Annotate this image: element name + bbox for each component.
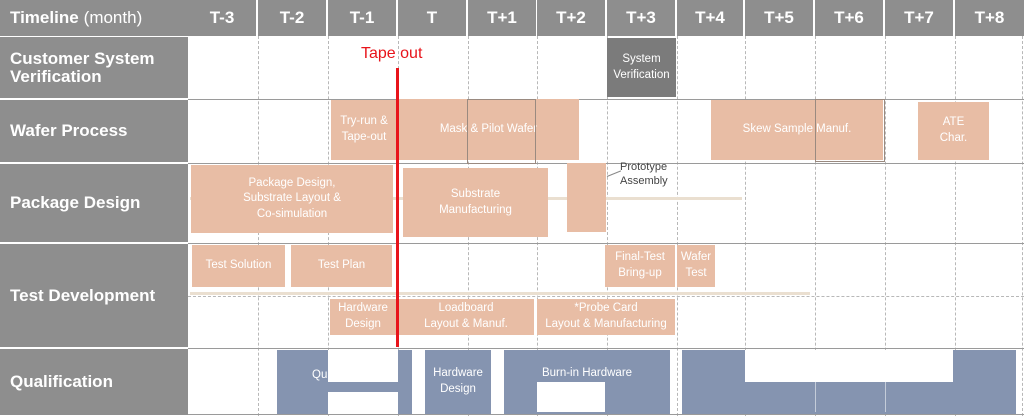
- col-header-t-3: T-3: [188, 0, 256, 36]
- row-divider: [188, 348, 1024, 349]
- col-header-t+5: T+5: [745, 0, 813, 36]
- col-header-t+8: T+8: [955, 0, 1024, 36]
- task-test-solution: Test Solution: [192, 245, 285, 287]
- task-try-run-tape-out: Try-run & Tape-out: [331, 100, 397, 160]
- row-divider: [188, 414, 1024, 415]
- divider-line: [885, 382, 886, 412]
- task-hardware-design-qual: Hardware Design: [425, 350, 491, 414]
- timeline-header-title: Timeline (month): [0, 0, 188, 36]
- row-divider: [188, 163, 1024, 164]
- occluder-box: [328, 350, 398, 382]
- task-wafer-test: Wafer Test: [677, 245, 715, 287]
- test-development-track: [190, 292, 810, 295]
- task-outline-box: [815, 99, 885, 162]
- col-header-t+1: T+1: [468, 0, 536, 36]
- task-skew-sample-manuf: Skew Sample Manuf.: [711, 100, 883, 160]
- row-label-wafer-process: Wafer Process: [0, 100, 188, 163]
- occluder-box: [537, 382, 605, 412]
- occluder-box: [328, 392, 398, 414]
- task-hardware-design-test: Hardware Design: [330, 299, 396, 335]
- task-test-plan: Test Plan: [291, 245, 392, 287]
- col-header-t-2: T-2: [258, 0, 326, 36]
- task-package-design: Package Design, Substrate Layout & Co-si…: [191, 165, 393, 233]
- grid-line-h: [188, 296, 1024, 297]
- row-divider: [188, 99, 1024, 100]
- task-system-verification: System Verification: [607, 38, 676, 97]
- task-loadboard-layout: Loadboard Layout & Manuf.: [398, 299, 534, 335]
- grid-line-v: [677, 36, 678, 416]
- col-header-t: T: [398, 0, 466, 36]
- divider-line: [815, 382, 816, 412]
- task-outline-box: [467, 99, 536, 164]
- grid-line-v: [745, 36, 746, 416]
- col-header-t+3: T+3: [607, 0, 675, 36]
- callout-connector: [606, 170, 622, 177]
- occluder-box: [745, 350, 953, 382]
- row-label-customer-system-verification: Customer System Verification: [0, 37, 188, 99]
- row-label-test-development: Test Development: [0, 244, 188, 348]
- col-header-t+2: T+2: [537, 0, 605, 36]
- task-substrate-manufacturing: Substrate Manufacturing: [403, 168, 548, 237]
- timeline-title: Timeline: [10, 8, 79, 27]
- task-ate-char: ATE Char.: [918, 102, 989, 160]
- col-header-t+6: T+6: [815, 0, 883, 36]
- col-header-t+4: T+4: [677, 0, 743, 36]
- grid-line-v: [885, 36, 886, 416]
- milestone-tape-out-label: Tape out: [361, 45, 423, 62]
- milestone-tape-out-line: [396, 68, 399, 347]
- grid-line-v: [955, 36, 956, 416]
- grid-line-v: [1022, 36, 1023, 416]
- task-final-test-bring-up: Final-Test Bring-up: [605, 245, 675, 287]
- row-divider: [188, 243, 1024, 244]
- row-label-package-design: Package Design: [0, 164, 188, 243]
- grid-line-v: [607, 36, 608, 416]
- col-header-t+7: T+7: [885, 0, 953, 36]
- label-prototype-assembly: Prototype Assembly: [620, 161, 668, 187]
- task-probe-card: *Probe Card Layout & Manufacturing: [537, 299, 675, 335]
- timeline-unit: (month): [83, 8, 143, 27]
- grid-line-v: [815, 36, 816, 416]
- task-mask-pilot-wafer: Mask & Pilot Wafer: [398, 99, 579, 160]
- col-header-t-1: T-1: [328, 0, 396, 36]
- row-label-qualification: Qualification: [0, 349, 188, 416]
- task-prototype-assembly-bar: [567, 163, 606, 232]
